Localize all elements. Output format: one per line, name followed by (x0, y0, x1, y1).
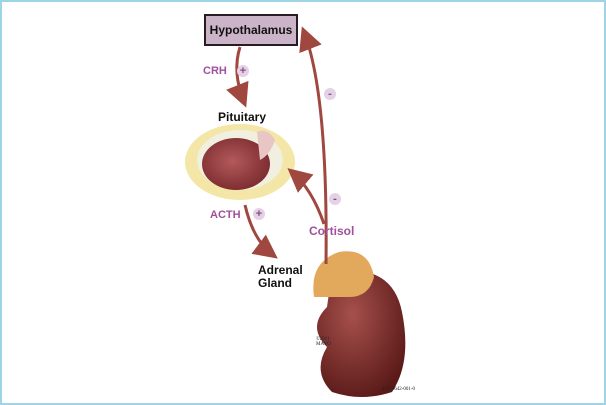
feedback-hypothalamus-arrow (299, 26, 328, 265)
feedback-pituitary-arrow (287, 168, 326, 225)
adrenal-gland-illustration (313, 251, 374, 297)
crh-plus-sign: + (237, 65, 249, 77)
figure-id-text: a3156642-001-0 (382, 387, 416, 392)
feedback-minus-sign: - (324, 88, 336, 100)
acth-arrow (243, 204, 278, 259)
kidney-illustration (317, 270, 406, 397)
acth-label: ACTH (210, 209, 241, 221)
adrenal-gland-label: Adrenal Gland (258, 263, 303, 290)
crh-label: CRH (203, 65, 227, 77)
acth-plus-sign: + (253, 208, 265, 220)
pituitary-illustration (185, 124, 295, 200)
cortisol-label: Cortisol (309, 224, 355, 238)
copyright-text: ©2011 MAYO (316, 337, 331, 347)
hypothalamus-box: Hypothalamus (204, 14, 298, 46)
pituitary-feedback-minus-sign: - (329, 193, 341, 205)
pituitary-label: Pituitary (218, 110, 267, 124)
